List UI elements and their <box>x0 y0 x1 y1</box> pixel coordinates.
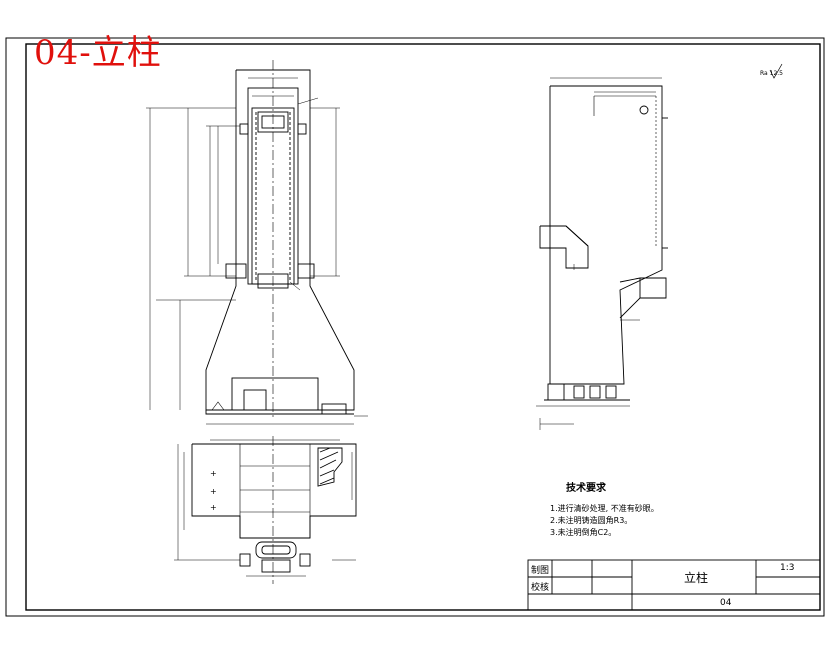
title-block-check-label: 校核 <box>531 583 550 593</box>
title-block <box>527 559 821 611</box>
roughness-symbol <box>769 63 783 79</box>
svg-text:+: + <box>210 469 217 478</box>
svg-text:+: + <box>210 503 217 512</box>
top-view: + + + <box>174 436 357 584</box>
inner-border <box>25 43 821 611</box>
title-block-scale: 1:3 <box>780 563 795 573</box>
outer-border <box>5 37 825 617</box>
title-block-drawing-number: 04 <box>720 598 732 608</box>
tech-requirements-heading: 技术要求 <box>566 483 606 494</box>
roughness-note: Ra 12.5 <box>760 70 783 77</box>
svg-text:+: + <box>210 487 217 496</box>
title-block-draw-label: 制图 <box>531 566 550 576</box>
drawing-title: 04-立柱 <box>34 33 162 73</box>
side-view <box>536 77 668 430</box>
tech-requirement-3: 3.未注明倒角C2。 <box>550 528 617 537</box>
tech-requirement-1: 1.进行清砂处理, 不准有砂眼。 <box>550 504 659 513</box>
tech-requirement-2: 2.未注明铸造圆角R3。 <box>550 516 633 525</box>
title-block-part-name: 立柱 <box>684 571 709 585</box>
front-view <box>146 60 368 425</box>
